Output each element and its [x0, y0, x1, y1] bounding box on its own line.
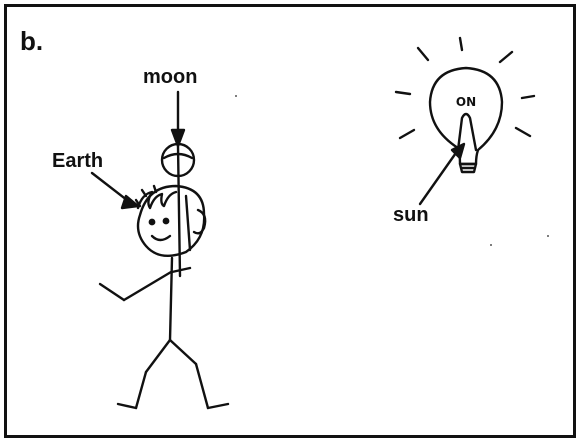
moon-arrow	[170, 90, 186, 148]
speck	[235, 95, 237, 97]
lightbulb-sun-icon	[394, 36, 536, 174]
panel-label: b.	[20, 26, 44, 56]
sun-label: sun	[393, 204, 429, 226]
stick-figure-body	[98, 256, 230, 410]
earth-label: Earth	[52, 150, 104, 172]
sun-arrow	[418, 142, 466, 206]
speck	[547, 235, 549, 237]
bulb-text: ON	[456, 95, 476, 109]
earth-arrow	[90, 171, 140, 210]
figure-frame	[4, 4, 576, 438]
earth-head	[134, 184, 207, 258]
speck	[490, 244, 492, 246]
moon-label: moon	[143, 66, 198, 88]
